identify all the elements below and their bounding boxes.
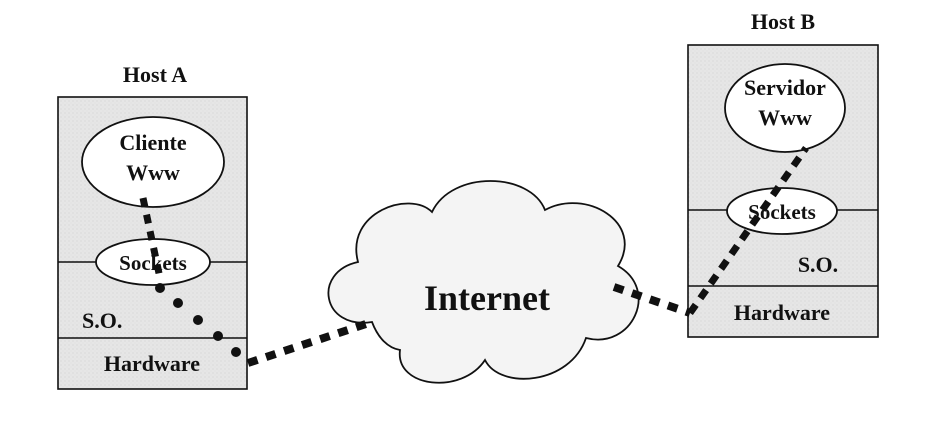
host-b: Host B Servidor Www Sockets S.O. Hardwar… bbox=[687, 9, 879, 338]
host-a-hardware-label: Hardware bbox=[104, 351, 200, 376]
host-a-os-dot bbox=[193, 315, 203, 325]
host-b-os-label: S.O. bbox=[798, 252, 838, 277]
host-b-hardware-to-server-link bbox=[687, 145, 809, 316]
internet-to-host-b-link bbox=[612, 283, 692, 317]
host-a-os-dot bbox=[231, 347, 241, 357]
host-a-title: Host A bbox=[123, 62, 187, 87]
host-a-client-label-1: Cliente bbox=[119, 130, 186, 155]
host-b-server-label-2: Www bbox=[758, 105, 812, 130]
host-a-os-dot bbox=[173, 298, 183, 308]
host-a-os-dot bbox=[213, 331, 223, 341]
host-a-os-label: S.O. bbox=[82, 308, 122, 333]
internet-label: Internet bbox=[424, 278, 550, 318]
host-a-os-dot bbox=[155, 283, 165, 293]
host-b-server-label-1: Servidor bbox=[744, 75, 826, 100]
host-a-to-internet-link bbox=[246, 318, 374, 367]
host-a: Host A Cliente Www Sockets S.O. Hardware bbox=[57, 62, 248, 390]
internet-cloud: Internet bbox=[327, 180, 640, 384]
host-a-app-to-sockets-link bbox=[139, 197, 164, 279]
host-b-hardware-label: Hardware bbox=[734, 300, 830, 325]
connection-path bbox=[139, 145, 809, 367]
host-a-client-app bbox=[81, 116, 225, 208]
host-a-client-label-2: Www bbox=[126, 160, 180, 185]
cloud-shape bbox=[327, 180, 640, 384]
host-b-title: Host B bbox=[751, 9, 816, 34]
host-b-server-app bbox=[724, 63, 846, 153]
